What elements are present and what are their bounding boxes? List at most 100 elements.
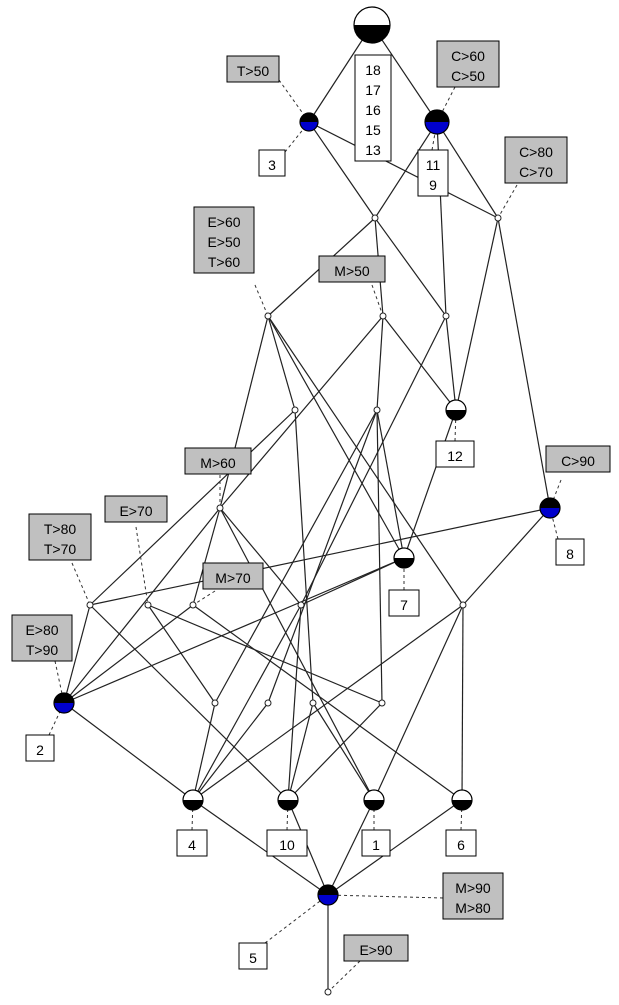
attribute-label-m70: M>70: [202, 562, 264, 590]
object-label-o4: 4: [176, 829, 208, 857]
attribute-label-e70: E>70: [104, 495, 168, 523]
lattice-node-n8[interactable]: [539, 497, 561, 519]
object-label-top-text: 16: [365, 102, 381, 118]
lattice-node-n4[interactable]: [182, 789, 204, 811]
object-label-o7: 7: [388, 589, 420, 617]
lattice-node-n6[interactable]: [451, 789, 473, 811]
lattice-node-w[interactable]: [297, 601, 305, 609]
attribute-label-t80-text: T>80: [44, 521, 77, 537]
lattice-node-u[interactable]: [144, 601, 152, 609]
lattice-edge: [192, 702, 269, 801]
lattice-node-n2[interactable]: [53, 692, 75, 714]
lattice-node-m[interactable]: [379, 312, 387, 320]
lattice-edge: [287, 799, 329, 896]
lattice-edge: [376, 409, 405, 559]
object-label-o8-text: 8: [566, 546, 574, 562]
lattice-node-h[interactable]: [264, 699, 272, 707]
lattice-edge: [89, 507, 551, 606]
lattice-edge: [497, 217, 551, 509]
lattice-edge: [267, 315, 405, 559]
lattice-edge: [374, 121, 438, 219]
lattice-edge: [147, 604, 216, 704]
object-label-o6-text: 6: [457, 837, 465, 853]
object-label-o2-text: 2: [36, 742, 44, 758]
lattice-edge: [63, 702, 194, 801]
lattice-node-bot[interactable]: [324, 988, 332, 996]
lattice-edge: [63, 557, 405, 704]
lattice-node-n11[interactable]: [424, 109, 450, 135]
lattice-node-j[interactable]: [378, 699, 386, 707]
attribute-connector: [254, 284, 269, 317]
lattice-node-r[interactable]: [373, 406, 381, 414]
attribute-label-e80-text: T>90: [26, 642, 59, 658]
lattice-edge: [214, 409, 378, 704]
lattice-edge: [219, 315, 384, 509]
object-label-o12: 12: [435, 440, 475, 468]
lattice-edge: [308, 24, 373, 123]
lattice-node-n7[interactable]: [393, 547, 415, 569]
lattice-node-v[interactable]: [189, 601, 197, 609]
lattice-node-a[interactable]: [371, 214, 379, 222]
lattice-node-c[interactable]: [494, 214, 502, 222]
lattice-node-top[interactable]: [353, 6, 391, 44]
attribute-label-e60-text: E>50: [207, 234, 240, 250]
attribute-label-t80: T>80T>70: [28, 513, 92, 561]
lattice-node-n12[interactable]: [445, 399, 467, 421]
lattice-edge: [462, 507, 551, 606]
object-label-o2: 2: [25, 734, 55, 762]
attribute-label-e60: E>60E>50T>60: [193, 206, 255, 274]
object-label-o1: 1: [361, 829, 391, 857]
object-label-top-text: 15: [365, 122, 381, 138]
attribute-label-m70-text: M>70: [215, 570, 251, 586]
attribute-label-m50-text: M>50: [334, 263, 370, 279]
lattice-edge: [436, 121, 499, 219]
attribute-connector: [327, 960, 361, 993]
lattice-edge: [445, 315, 457, 411]
attribute-label-t50-text: T>50: [237, 63, 270, 79]
attribute-connector: [71, 562, 91, 606]
lattice-node-i[interactable]: [309, 699, 317, 707]
object-label-top-text: 18: [365, 62, 381, 78]
attribute-label-t50: T>50: [226, 55, 280, 83]
attribute-label-c80-text: C>70: [519, 164, 553, 180]
lattice-edge: [219, 507, 302, 606]
attribute-label-e80-text: E>80: [25, 622, 58, 638]
lattice-node-n1[interactable]: [363, 789, 385, 811]
attribute-connector: [497, 184, 518, 219]
attribute-label-m90: M>90M>80: [442, 872, 504, 920]
attribute-connector: [54, 660, 65, 704]
lattice-edge: [327, 799, 463, 896]
lattice-node-p[interactable]: [442, 312, 450, 320]
lattice-edge: [403, 409, 457, 559]
attribute-label-e60-text: T>60: [208, 254, 241, 270]
object-label-o5-text: 5: [249, 950, 257, 966]
lattice-node-q[interactable]: [291, 406, 299, 414]
lattice-node-n5[interactable]: [317, 884, 339, 906]
object-label-o1-text: 1: [372, 837, 380, 853]
object-connector: [264, 894, 329, 944]
attribute-label-m60: M>60: [184, 447, 252, 475]
lattice-node-n10[interactable]: [277, 789, 299, 811]
lattice-edge: [192, 507, 221, 606]
attribute-label-e90: E>90: [343, 934, 409, 962]
attribute-label-m60-text: M>60: [200, 455, 236, 471]
lattice-node-t[interactable]: [86, 601, 94, 609]
lattice-edge: [267, 315, 464, 606]
attribute-label-c60-text: C>50: [451, 68, 485, 84]
lattice-node-e[interactable]: [264, 312, 272, 320]
attribute-label-e70-text: E>70: [119, 503, 152, 519]
lattice-node-x[interactable]: [459, 601, 467, 609]
lattice-edge: [89, 604, 289, 801]
lattice-edge: [192, 604, 302, 801]
attribute-label-c60-text: C>60: [451, 48, 485, 64]
object-label-o11-text: 11: [426, 157, 441, 173]
lattice-edge: [300, 315, 447, 606]
object-label-o7-text: 7: [400, 597, 408, 613]
lattice-node-n3[interactable]: [299, 112, 319, 132]
lattice-node-s[interactable]: [216, 504, 224, 512]
lattice-node-g[interactable]: [211, 699, 219, 707]
attribute-label-m90-text: M>90: [455, 880, 491, 896]
lattice-edge: [219, 315, 269, 509]
